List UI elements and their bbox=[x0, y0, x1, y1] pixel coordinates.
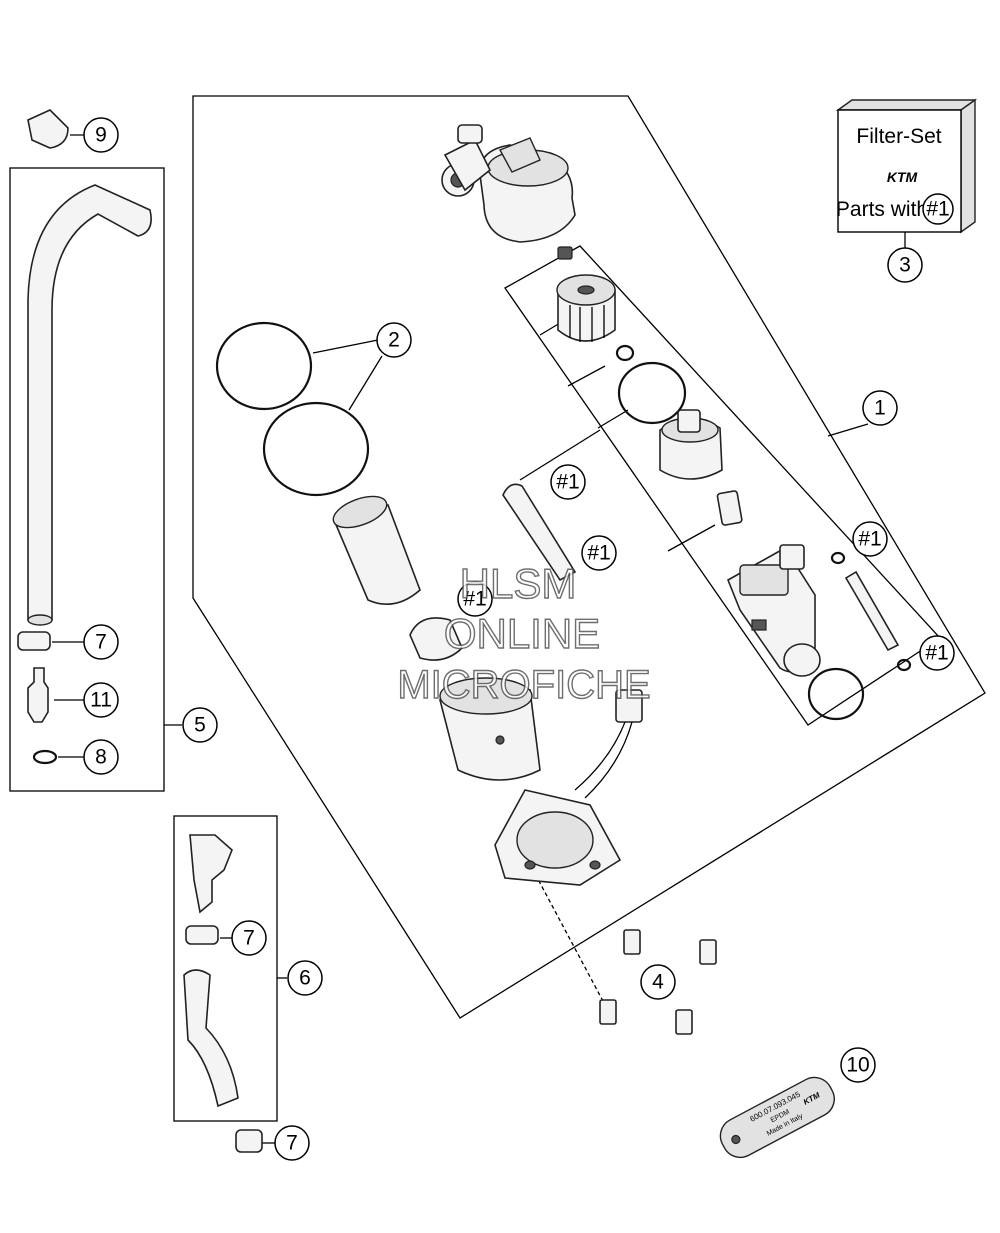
quick-connector bbox=[189, 834, 233, 914]
filter-set-box: Filter-Set KTM Parts with #1 bbox=[835, 98, 978, 234]
callout-7-hose-kit-5[interactable]: 7 bbox=[83, 624, 119, 660]
clip-9 bbox=[27, 109, 69, 149]
right-tube-rings bbox=[807, 551, 912, 721]
small-spring bbox=[557, 246, 573, 260]
pump-flange bbox=[494, 789, 622, 886]
parts-with-text: Parts with bbox=[836, 198, 928, 221]
callout-9[interactable]: 9 bbox=[83, 117, 119, 153]
watermark-line1: HLSM bbox=[460, 560, 577, 607]
callout-3[interactable]: 3 bbox=[887, 247, 923, 283]
hose-kit-6-frame bbox=[173, 815, 278, 1122]
callout-4[interactable]: 4 bbox=[640, 964, 676, 1000]
svg-text:10: 10 bbox=[846, 1054, 869, 1077]
kit-ref-tube[interactable]: #1 bbox=[581, 535, 617, 571]
pump-holder-cup bbox=[438, 677, 541, 781]
hose-connector bbox=[27, 667, 49, 723]
kit-ref-filter[interactable]: #1 bbox=[550, 464, 586, 500]
main-assembly-frame bbox=[192, 95, 986, 1019]
callout-5[interactable]: 5 bbox=[182, 707, 218, 743]
svg-text:8: 8 bbox=[95, 746, 107, 769]
callout-8[interactable]: 8 bbox=[83, 739, 119, 775]
svg-text:4: 4 bbox=[652, 971, 664, 994]
flange-bolts bbox=[599, 929, 717, 1035]
svg-text:7: 7 bbox=[243, 927, 255, 950]
o-rings-filter bbox=[615, 344, 687, 425]
hose-kit-5-frame bbox=[9, 167, 165, 792]
callout-2[interactable]: 2 bbox=[376, 322, 412, 358]
svg-text:#1: #1 bbox=[925, 642, 948, 665]
filter-set-kit-ref[interactable]: #1 bbox=[922, 193, 954, 225]
callout-10[interactable]: 10 bbox=[840, 1047, 876, 1083]
svg-text:#1: #1 bbox=[463, 588, 486, 611]
wire-connector bbox=[574, 689, 643, 799]
long-hose bbox=[27, 184, 152, 626]
svg-text:11: 11 bbox=[90, 689, 112, 712]
hose-clamp-6 bbox=[185, 925, 219, 945]
hose-clamp bbox=[17, 631, 51, 651]
fuel-filter bbox=[556, 274, 616, 342]
washer bbox=[32, 749, 58, 765]
watermark-line3: MICROFICHE bbox=[397, 663, 650, 707]
pump-motor bbox=[726, 544, 821, 677]
callout-6[interactable]: 6 bbox=[287, 960, 323, 996]
svg-text:5: 5 bbox=[194, 714, 206, 737]
svg-text:#1: #1 bbox=[858, 528, 881, 551]
callout-1[interactable]: 1 bbox=[862, 390, 898, 426]
kit-ref-ring-upper[interactable]: #1 bbox=[852, 521, 888, 557]
filter-set-title: Filter-Set bbox=[856, 125, 941, 148]
svg-text:1: 1 bbox=[874, 397, 886, 420]
short-hose bbox=[183, 969, 239, 1108]
callout-7-hose-kit-6[interactable]: 7 bbox=[231, 920, 267, 956]
svg-text:2: 2 bbox=[388, 329, 400, 352]
svg-text:#1: #1 bbox=[926, 198, 949, 221]
large-o-rings bbox=[215, 321, 370, 497]
svg-text:3: 3 bbox=[899, 254, 911, 277]
svg-text:6: 6 bbox=[299, 967, 311, 990]
decal-plate: 600.07.093.045 EPDM Made in Italy KTM bbox=[719, 1076, 835, 1159]
hose-clamp-loose bbox=[235, 1129, 263, 1153]
suction-tube bbox=[502, 483, 577, 582]
leader-lines bbox=[52, 134, 906, 1144]
callout-7-loose[interactable]: 7 bbox=[274, 1125, 310, 1161]
watermark-line2: ONLINE bbox=[444, 610, 600, 657]
svg-text:7: 7 bbox=[95, 631, 107, 654]
ktm-logo-box: KTM bbox=[887, 169, 918, 185]
retaining-clip bbox=[409, 617, 463, 661]
svg-text:9: 9 bbox=[95, 124, 107, 147]
callout-11[interactable]: 11 bbox=[83, 682, 119, 718]
filter-sleeve bbox=[332, 495, 421, 606]
kit-ref-clip[interactable]: #1 bbox=[457, 581, 493, 617]
svg-text:#1: #1 bbox=[556, 471, 579, 494]
svg-text:#1: #1 bbox=[587, 542, 610, 565]
kit-ref-ring-lower[interactable]: #1 bbox=[919, 635, 955, 671]
svg-text:7: 7 bbox=[286, 1132, 298, 1155]
pressure-regulator bbox=[659, 409, 743, 526]
watermark: HLSM ONLINE MICROFICHE bbox=[397, 559, 652, 707]
pump-head bbox=[441, 124, 576, 243]
